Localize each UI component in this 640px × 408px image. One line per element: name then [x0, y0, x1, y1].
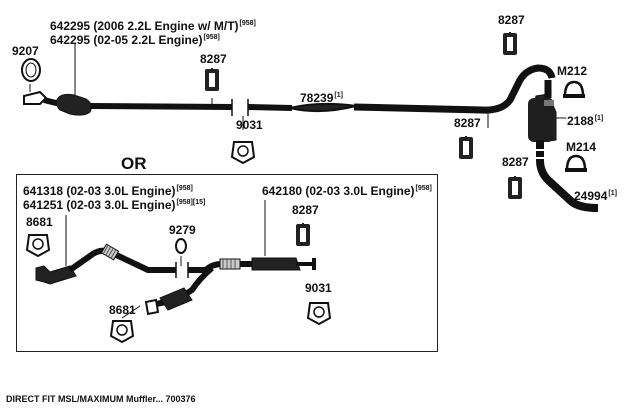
- tailpipe-24994: [536, 140, 599, 212]
- leader-lines-top: [29, 44, 566, 130]
- label-2188: 2188[1]: [567, 114, 604, 128]
- label-24994: 24994[1]: [574, 189, 617, 203]
- diagram-caption: DIRECT FIT MSL/MAXIMUM Muffler... 700376: [6, 394, 196, 404]
- label-642295-a: 642295 (2006 2.2L Engine w/ M/T)[958]: [50, 19, 256, 33]
- label-M214: M214: [566, 140, 597, 154]
- intermediate-pipe: [89, 103, 233, 110]
- label-8287-d: 8287: [502, 155, 529, 169]
- label-642180: 642180 (02-03 3.0L Engine)[958]: [262, 184, 432, 198]
- label-641251: 641251 (02-03 3.0L Engine)[958][15]: [23, 198, 206, 212]
- leader-lines-box: [65, 200, 266, 319]
- hanger-8287-e: [296, 223, 310, 246]
- label-9031-a: 9031: [236, 118, 263, 132]
- main-exhaust-system: [23, 64, 599, 212]
- label-641318: 641318 (02-03 3.0L Engine)[958]: [23, 184, 193, 198]
- hanger-8287-c: [459, 136, 473, 159]
- or-heading: OR: [121, 154, 147, 173]
- label-8287-a: 8287: [200, 52, 227, 66]
- front-y-pipe: [68, 247, 176, 273]
- clamp-M214: [565, 154, 587, 172]
- alt-joint: [175, 262, 189, 278]
- label-78239: 78239[1]: [300, 91, 343, 105]
- label-9031-b: 9031: [305, 281, 332, 295]
- gasket-9031-b: [306, 302, 332, 326]
- alt-outlet-pipe: [296, 258, 316, 270]
- gasket-9279: [175, 238, 187, 254]
- rear-bank-flange: [144, 298, 160, 316]
- rear-pipe: [247, 104, 293, 111]
- label-8681-a: 8681: [26, 215, 53, 229]
- alternate-parts-box: [16, 174, 438, 352]
- hanger-8287-a: [205, 68, 219, 91]
- muffler-inlet-band: [544, 100, 554, 106]
- gasket-9207: [21, 58, 41, 82]
- hanger-8287-b: [503, 32, 517, 55]
- label-9279: 9279: [169, 223, 196, 237]
- muffler-outlet-break: [532, 149, 550, 159]
- label-8681-b: 8681: [109, 303, 136, 317]
- front-flange: [23, 90, 48, 105]
- converter-641318: [35, 265, 77, 285]
- converter-rear-bank: [159, 287, 193, 311]
- gasket-8681-a: [25, 234, 51, 258]
- label-8287-b: 8287: [498, 13, 525, 27]
- label-9207: 9207: [12, 44, 39, 58]
- converter-642180: [251, 257, 301, 271]
- label-M212: M212: [557, 64, 588, 78]
- label-642295-b: 642295 (02-05 2.2L Engine)[958]: [50, 33, 220, 47]
- clamp-M212: [563, 80, 585, 98]
- gasket-9031-a: [230, 141, 256, 165]
- label-8287-c: 8287: [454, 116, 481, 130]
- overaxle-pipe: [353, 64, 556, 114]
- gasket-8681-b: [109, 320, 135, 344]
- converter-642295: [55, 93, 92, 116]
- muffler-body: [528, 98, 554, 142]
- hanger-8287-d: [508, 176, 522, 199]
- flex-joint-lower: [219, 258, 241, 270]
- rear-bank-pipe: [155, 265, 214, 307]
- flex-joint-upper: [100, 243, 120, 261]
- pipe-joint-left: [231, 99, 249, 116]
- label-8287-e: 8287: [292, 203, 319, 217]
- alternate-exhaust-system: [35, 243, 316, 316]
